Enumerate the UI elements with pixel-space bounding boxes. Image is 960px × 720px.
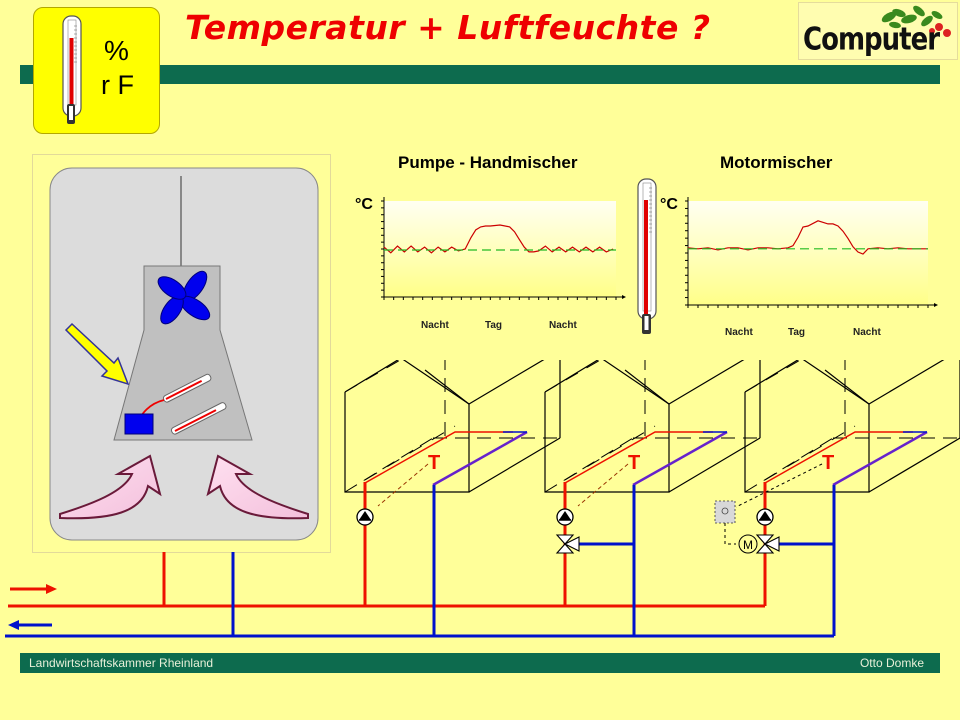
chart-title-motormischer: Motormischer (720, 153, 833, 172)
fan-icon (157, 270, 211, 325)
temperature-line (687, 220, 928, 255)
x-axis-arrow (934, 303, 938, 307)
x-label-tag: Tag (788, 327, 806, 338)
circulation-pump-icon (556, 508, 574, 526)
temperature-sensor-label: T (822, 452, 834, 474)
y-unit-label: °C (660, 196, 678, 213)
footer-organization: Landwirtschaftskammer Rheinland (29, 656, 214, 670)
thermometer-icon (637, 178, 657, 334)
header-bar (20, 65, 940, 84)
logo-text: Computer (803, 22, 940, 58)
x-axis-arrow (622, 295, 626, 299)
supply-direction-arrow-icon (10, 584, 57, 594)
svg-text:M: M (743, 538, 753, 552)
measuring-housing (113, 265, 253, 441)
temperature-sensor-label: T (628, 452, 640, 474)
temperature-chart-motormischer (685, 197, 938, 308)
temperature-sensor-label: T (428, 452, 440, 474)
dry-bulb-thermometer-icon (170, 402, 227, 435)
chart-title-pumpe: Pumpe - Handmischer (398, 153, 578, 172)
water-reservoir (124, 413, 154, 435)
temperature-chart-pumpe (381, 197, 626, 300)
x-label-nacht-2: Nacht (853, 327, 881, 338)
air-flow-left-arrow-icon (59, 454, 162, 520)
mixer-motor-icon: M (738, 534, 758, 554)
return-direction-arrow-icon (8, 620, 52, 630)
thermometer-icon (62, 15, 82, 124)
greenhouse-handmischer: T (543, 360, 762, 636)
three-way-valve-icon (756, 534, 780, 554)
air-flow-right-arrow-icon (206, 454, 309, 520)
circulation-pump-icon (756, 508, 774, 526)
y-unit-label: °C (355, 196, 373, 213)
x-label-tag: Tag (485, 320, 503, 331)
measuring-box-diagram (32, 154, 331, 553)
controller-unit-icon (714, 500, 736, 524)
three-way-valve-icon (556, 534, 580, 554)
sunlight-arrow-icon (64, 322, 130, 386)
greenhouse-motormischer: T M (714, 360, 960, 636)
footer-bar: Landwirtschaftskammer Rheinland Otto Dom… (20, 653, 940, 673)
circulation-pump-icon (356, 508, 374, 526)
relative-humidity-label: r F (101, 70, 134, 100)
percent-label: % (104, 35, 129, 66)
plant-icon (881, 5, 951, 37)
humidity-badge: % r F (33, 7, 160, 134)
heating-schematic: T T T M (5, 360, 960, 638)
x-label-nacht-2: Nacht (549, 320, 577, 331)
computer-logo: Computer (798, 2, 958, 60)
x-label-nacht-1: Nacht (725, 327, 753, 338)
x-label-nacht-1: Nacht (421, 320, 449, 331)
footer-author: Otto Domke (859, 656, 924, 670)
temperature-line (383, 224, 614, 254)
slide-title: Temperatur + Luftfeuchte ? (185, 8, 711, 47)
greenhouse-pumpe-handmischer: T (343, 360, 562, 636)
plot-area (384, 201, 616, 297)
plot-area (688, 201, 928, 305)
